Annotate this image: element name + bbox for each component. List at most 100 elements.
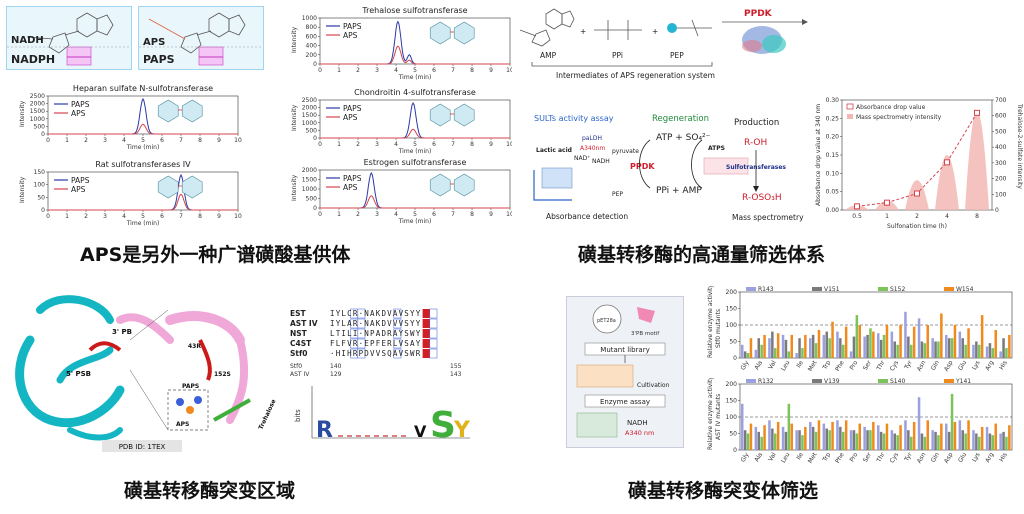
bar-y141 <box>912 421 916 450</box>
lactic-acid-label: Lactic acid <box>536 147 572 154</box>
bar-s152 <box>828 338 831 358</box>
amp-structure <box>519 8 575 47</box>
bar-s140 <box>923 436 927 450</box>
x-tick-label: 4 <box>122 137 126 144</box>
x-tick-label: Val <box>767 359 778 371</box>
pdb-label: PDB ID: 1TEX <box>119 443 166 451</box>
y-axis-label: Intensity <box>291 174 298 201</box>
ppdk-enzyme-label: PPDK <box>744 9 773 19</box>
alignment-sequence: LTILI·NPADRAYSWY <box>330 329 421 338</box>
bar-v139 <box>811 426 815 450</box>
x-tick-label: 2 <box>84 137 88 144</box>
legend-swatch <box>812 287 822 291</box>
x-tick-label: 7 <box>179 137 183 144</box>
caption-mutation-region: 磺基转移酶突变区域 <box>124 480 296 502</box>
bar-w154 <box>831 321 834 358</box>
y-tick-label: 1500 <box>302 177 317 184</box>
bar-s152 <box>1005 348 1008 358</box>
alignment-row-name: AST IV <box>290 319 318 328</box>
legend-label: S140 <box>890 378 905 385</box>
x-tick-label: 3 <box>375 141 379 148</box>
bar-r132 <box>931 430 934 450</box>
y-tick-label: 0.15 <box>826 152 840 159</box>
y-tick-label: 2500 <box>302 97 317 104</box>
bracket-label: Intermediates of APS regeneration system <box>556 71 715 80</box>
bar-v139 <box>893 433 896 450</box>
x-tick-label: 7 <box>451 67 455 74</box>
ppi-structure <box>594 20 642 40</box>
bar-s152 <box>774 348 777 358</box>
position-start: 129 <box>330 371 342 378</box>
absorbance-point <box>854 203 860 210</box>
alignment-row-name: Stf0 <box>290 349 307 358</box>
hplc-panel-1: Heparan sulfate N-sulfotransferase050010… <box>19 84 242 151</box>
r-oh-label: R-OH <box>744 138 767 148</box>
bar-r143 <box>836 331 839 358</box>
x-tick-label: 10 <box>234 213 242 220</box>
x-tick-label: 10 <box>506 141 512 148</box>
bar-v151 <box>988 343 992 358</box>
y2-tick-label: 700 <box>995 97 1007 104</box>
a340-scheme-label: A340nm <box>580 145 605 152</box>
x-tick-label: 1 <box>337 67 341 74</box>
x-tick-label: 7 <box>451 141 455 148</box>
x-tick-label: 4 <box>394 211 398 218</box>
bar-y141 <box>776 421 780 450</box>
alignment-sequence: IYLAR·NAKDVVVSYY <box>330 319 421 328</box>
paps-site-label: PAPS <box>182 383 199 390</box>
y-tick-label: 0 <box>733 447 737 454</box>
y-tick-label: 150 <box>34 169 46 176</box>
bar-v151 <box>975 341 978 358</box>
y-tick-label: 600 <box>306 33 318 40</box>
bar-w154 <box>953 325 957 358</box>
x-tick-label: 10 <box>506 211 512 218</box>
x-tick-label: Gly <box>740 451 751 463</box>
substrate-structure <box>429 103 475 127</box>
x-tick-label: Glu <box>957 359 968 371</box>
alignment-sequence: FLFVR·EPFERLVSAY <box>330 339 421 348</box>
bar-v139 <box>852 430 856 450</box>
motif-label: 3'PB motif <box>631 331 660 337</box>
legend-swatch <box>944 287 954 291</box>
bar-w154 <box>926 325 929 358</box>
bar-y141 <box>926 420 929 450</box>
x-tick-label: 9 <box>489 211 493 218</box>
similar-block <box>357 328 366 339</box>
nadh-structure-diagram <box>7 12 131 66</box>
y-tick-label: 50 <box>729 339 737 346</box>
panel-title: Rat sulfotransferases IV <box>95 160 191 169</box>
paps-label: PAPS <box>143 53 175 66</box>
x-tick-label: 2 <box>915 213 919 220</box>
pep-scheme-label: PEP <box>612 191 623 198</box>
bar-r143 <box>958 331 962 358</box>
ppdk-scheme-label: PPDK <box>630 162 655 171</box>
x-tick-label: Arg <box>984 359 995 372</box>
motif-icon <box>637 307 655 323</box>
bar-r143 <box>822 334 826 358</box>
protein-ribbon <box>15 295 174 441</box>
bar-r143 <box>768 338 771 358</box>
bar-v151 <box>852 336 856 358</box>
aps-trace <box>320 195 510 209</box>
x-tick-label: 1 <box>885 213 889 220</box>
assay-arrow <box>533 170 572 201</box>
x-tick-label: Cys <box>889 360 900 373</box>
y-tick-label: 100 <box>726 414 738 421</box>
y-tick-label: 1500 <box>30 108 45 115</box>
similar-block <box>393 328 402 339</box>
bar-s152 <box>801 348 804 358</box>
x-tick-label: 5 <box>413 141 417 148</box>
bar-y141 <box>1008 425 1011 450</box>
bar-w154 <box>967 328 970 358</box>
bar-v139 <box>866 430 869 450</box>
x-tick-label: Trp <box>821 451 832 463</box>
bar-s140 <box>1005 436 1008 450</box>
bar-r132 <box>754 426 758 450</box>
alignment-sequence: ·HIHRPDVVSQAVSWR <box>330 349 421 358</box>
caption-aps-donor: APS是另外一种广谱磺酸基供体 <box>80 244 351 266</box>
bar-r143 <box>741 344 744 358</box>
y-tick-label: 200 <box>726 289 738 296</box>
x-tick-label: Ile <box>795 359 805 369</box>
x-tick-label: Pro <box>849 359 860 371</box>
